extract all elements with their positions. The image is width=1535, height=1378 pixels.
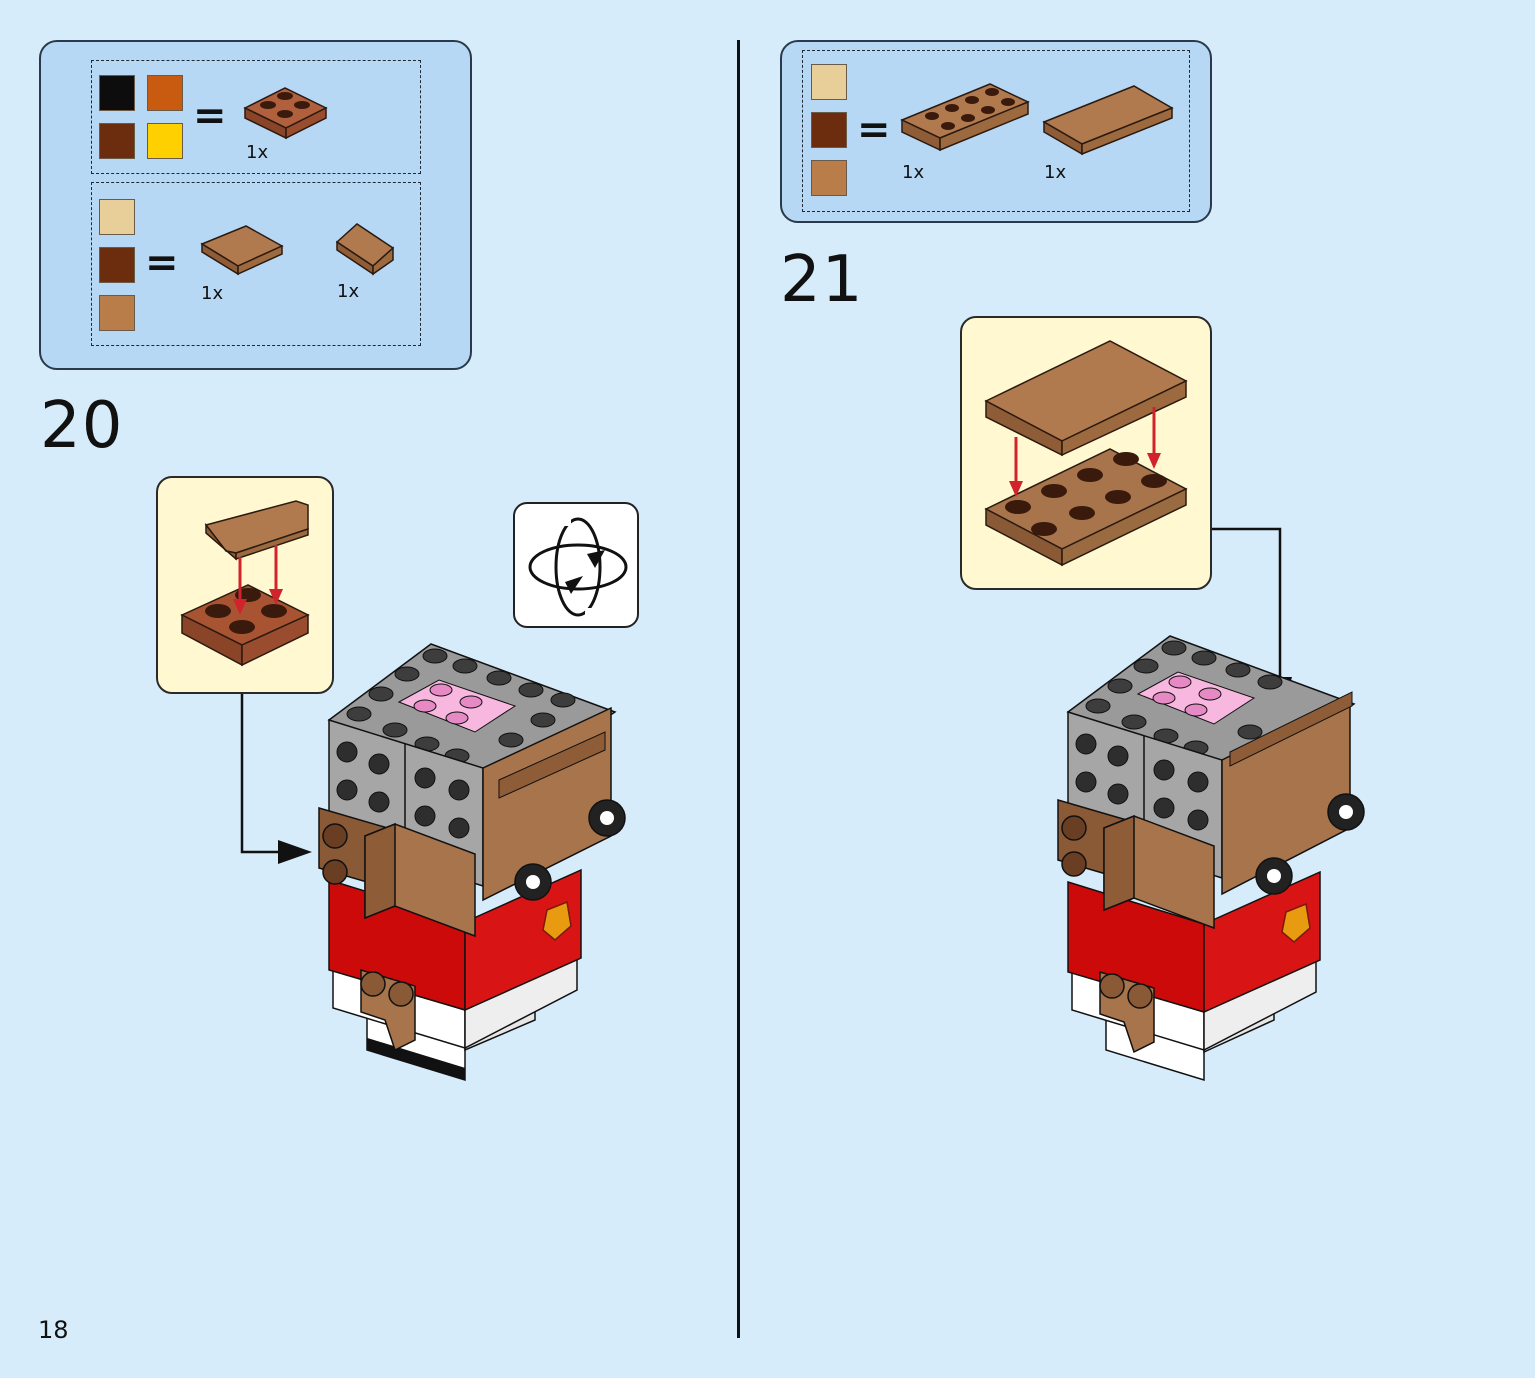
tile-2x4-piece <box>1042 85 1174 156</box>
tile-1x2-piece <box>200 225 284 276</box>
callout-slope-on-plate <box>180 500 310 667</box>
parts-group-1 <box>91 60 421 174</box>
parts-group-2 <box>91 182 421 346</box>
plate-2x2-piece <box>243 87 328 140</box>
equals-sign: = <box>193 93 227 139</box>
color-swatch-tan <box>811 64 847 100</box>
color-swatch-orange <box>147 75 183 111</box>
brickheadz-model-step-20 <box>318 643 626 1082</box>
piece-quantity: 1x <box>201 283 224 304</box>
equals-sign: = <box>145 240 179 286</box>
parts-group-1 <box>802 50 1190 212</box>
color-swatch-dark-brown <box>99 123 135 159</box>
step-number: 21 <box>780 243 864 317</box>
piece-quantity: 1x <box>902 162 925 183</box>
color-swatch-dark-brown <box>811 112 847 148</box>
page-divider <box>737 40 740 1338</box>
slope-1x2-piece <box>335 223 395 276</box>
equals-sign: = <box>857 107 891 153</box>
connector-arrow <box>240 694 312 864</box>
color-swatch-dark-brown <box>99 247 135 283</box>
rotate-model-icon <box>513 502 639 628</box>
rotate-arrows-icon <box>528 517 628 617</box>
brickheadz-model-step-21 <box>1057 635 1365 1082</box>
color-swatch-medium-brown <box>99 295 135 331</box>
piece-quantity: 1x <box>337 281 360 302</box>
color-swatch-black <box>99 75 135 111</box>
piece-quantity: 1x <box>246 142 269 163</box>
piece-quantity: 1x <box>1044 162 1067 183</box>
page-number: 18 <box>38 1316 69 1344</box>
plate-2x4-piece <box>900 83 1030 152</box>
color-swatch-yellow <box>147 123 183 159</box>
step-number: 20 <box>40 389 124 463</box>
callout-tile-on-plate <box>984 340 1188 567</box>
color-swatch-tan <box>99 199 135 235</box>
color-swatch-medium-brown <box>811 160 847 196</box>
